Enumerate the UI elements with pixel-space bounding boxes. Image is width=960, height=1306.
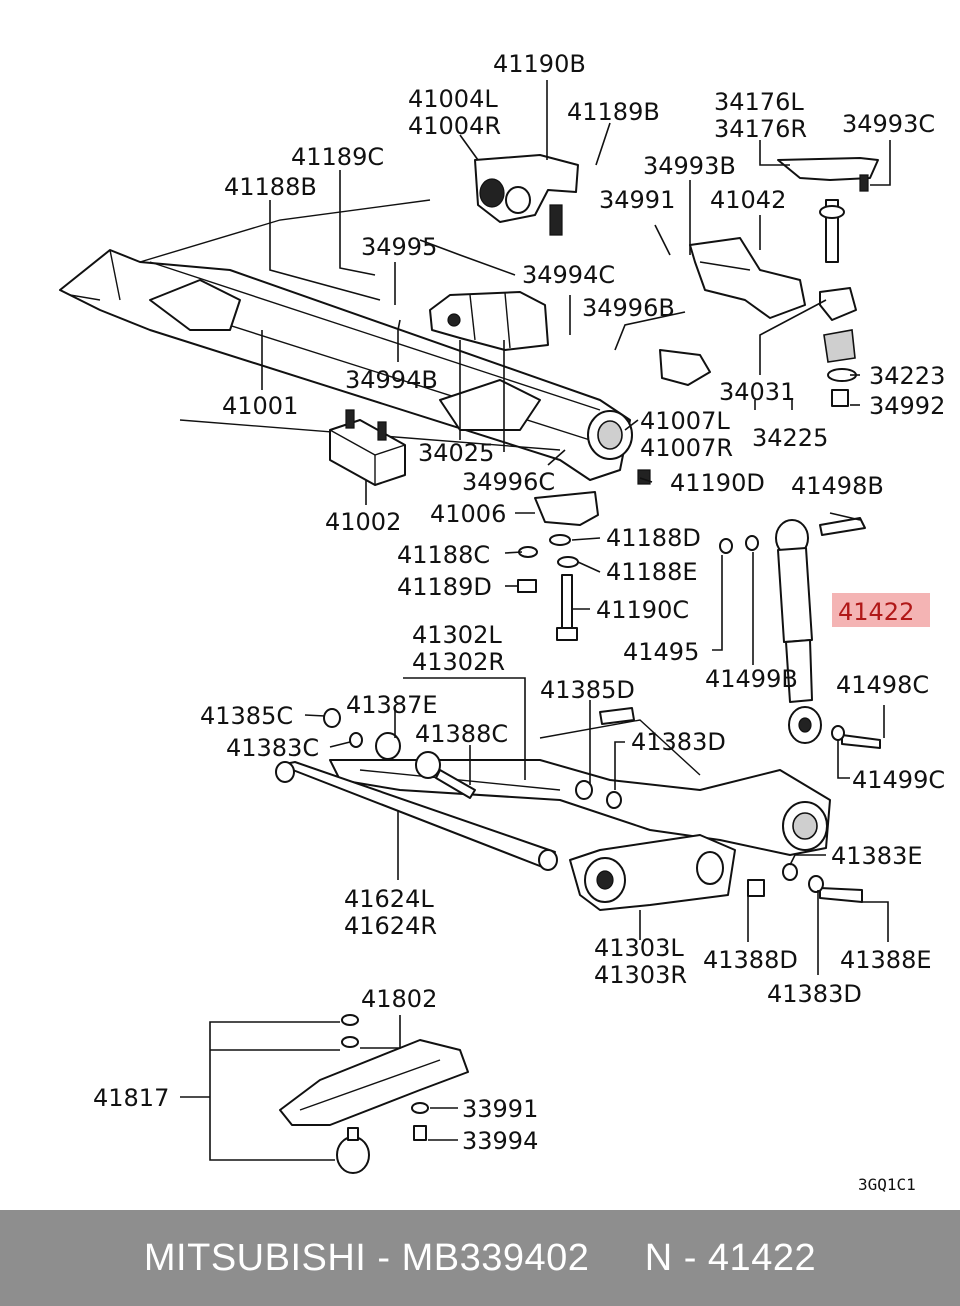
label-34996C: 34996C — [462, 468, 555, 496]
label-41302L: 41302L — [412, 621, 502, 649]
label-41388E: 41388E — [840, 946, 932, 974]
label-41002: 41002 — [325, 508, 401, 536]
label-41004R: 41004R — [408, 112, 501, 140]
label-41388D: 41388D — [703, 946, 798, 974]
label-41383D-top: 41383D — [631, 728, 726, 756]
leader-lines — [180, 80, 891, 1161]
mount-block-41002 — [329, 409, 406, 486]
label-34993B: 34993B — [643, 152, 736, 180]
part-number-footer: MITSUBISHI - MB339402 N - 41422 — [0, 1210, 960, 1306]
label-34176L: 34176L — [714, 88, 804, 116]
label-41498C: 41498C — [836, 671, 929, 699]
label-34993C: 34993C — [842, 110, 935, 138]
label-41383D-bottom: 41383D — [767, 980, 862, 1008]
label-41303L: 41303L — [594, 934, 684, 962]
lower-link-41303 — [569, 834, 863, 911]
label-41188E: 41188E — [606, 558, 698, 586]
highlight-box — [832, 593, 930, 627]
label-41802: 41802 — [361, 985, 437, 1013]
bushings-41385 — [323, 707, 635, 809]
label-41189B: 41189B — [567, 98, 660, 126]
label-41499C: 41499C — [852, 766, 945, 794]
label-41498B: 41498B — [791, 472, 884, 500]
label-34025: 34025 — [418, 439, 494, 467]
label-34996B: 34996B — [582, 294, 675, 322]
label-41188C: 41188C — [397, 541, 490, 569]
label-41190C: 41190C — [596, 596, 689, 624]
label-41004L: 41004L — [408, 85, 498, 113]
label-41303R: 41303R — [594, 961, 687, 989]
label-41499B: 41499B — [705, 665, 798, 693]
label-34991: 34991 — [599, 186, 675, 214]
footer-text: MITSUBISHI - MB339402 N - 41422 — [143, 1236, 817, 1279]
label-41007L: 41007L — [640, 407, 730, 435]
label-34176R: 34176R — [714, 115, 807, 143]
label-41422-highlight: 41422 — [838, 598, 914, 626]
label-41042: 41042 — [710, 186, 786, 214]
diagram-code: 3GQ1C1 — [858, 1175, 916, 1194]
label-41189D: 41189D — [397, 573, 492, 601]
label-34225: 34225 — [752, 424, 828, 452]
label-41383C: 41383C — [226, 734, 319, 762]
label-41188B: 41188B — [224, 173, 317, 201]
label-34994C: 34994C — [522, 261, 615, 289]
parts-exploded-diagram: 41190B 41004L 41004R 41189B 34176L 34176… — [59, 50, 945, 1194]
label-34223: 34223 — [869, 362, 945, 390]
label-34031: 34031 — [719, 378, 795, 406]
label-41189C: 41189C — [291, 143, 384, 171]
label-41388C: 41388C — [415, 720, 508, 748]
label-41188D: 41188D — [606, 524, 701, 552]
label-33991: 33991 — [462, 1095, 538, 1123]
label-34992: 34992 — [869, 392, 945, 420]
label-41001: 41001 — [222, 392, 298, 420]
label-34995: 34995 — [361, 233, 437, 261]
label-34994B: 34994B — [345, 366, 438, 394]
label-41624L: 41624L — [344, 885, 434, 913]
label-41383E: 41383E — [831, 842, 923, 870]
label-33994: 33994 — [462, 1127, 538, 1155]
label-41190D: 41190D — [670, 469, 765, 497]
crossmember-41001 — [59, 199, 633, 481]
label-41007R: 41007R — [640, 434, 733, 462]
bracket-41007 — [637, 349, 711, 485]
mount-41006 — [517, 491, 599, 641]
part-labels: 41190B 41004L 41004R 41189B 34176L 34176… — [93, 50, 945, 1194]
upper-bracket-41042 — [689, 157, 879, 407]
label-41190B: 41190B — [493, 50, 586, 78]
label-41495: 41495 — [623, 638, 699, 666]
lateral-rod-41624 — [275, 761, 558, 871]
label-41385D: 41385D — [540, 676, 635, 704]
label-41302R: 41302R — [412, 648, 505, 676]
center-mount-34025 — [429, 291, 549, 351]
label-41817: 41817 — [93, 1084, 169, 1112]
label-41624R: 41624R — [344, 912, 437, 940]
mount-bracket-41004 — [474, 154, 579, 236]
label-41385C: 41385C — [200, 702, 293, 730]
stopper-bracket-41802 — [279, 1014, 469, 1174]
shock-absorber-41422 — [719, 517, 881, 749]
label-41387E: 41387E — [346, 691, 438, 719]
label-41006: 41006 — [430, 500, 506, 528]
